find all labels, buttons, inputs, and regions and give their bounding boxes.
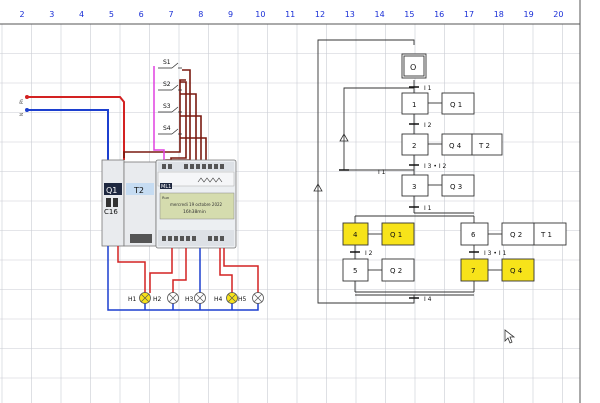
action-6b-text: T 1 xyxy=(540,231,552,239)
grafcet-step-2 xyxy=(401,133,429,156)
breaker-rating-label: C16 xyxy=(104,208,118,216)
ruler-column-label: 8 xyxy=(198,10,203,19)
ruler-column-label: 2 xyxy=(19,10,24,19)
step-1-label: 1 xyxy=(412,101,416,109)
action-step-5 xyxy=(381,258,415,282)
action-step-1 xyxy=(441,92,475,115)
switch-label-s3: S3 xyxy=(163,103,171,110)
lamp-label-h5: H5 xyxy=(238,296,247,303)
ruler-column-label: 5 xyxy=(109,10,114,19)
ruler-column-label: 3 xyxy=(49,10,54,19)
step-3-label: 3 xyxy=(412,183,416,191)
action-step-2-b xyxy=(471,133,503,156)
grafcet-initial-step xyxy=(401,53,427,79)
action-6-text: Q 2 xyxy=(510,231,522,239)
action-2b-text: T 2 xyxy=(478,142,490,150)
ruler-column-label: 19 xyxy=(524,10,534,19)
lcd-time-text: 16h38min xyxy=(183,209,206,215)
initial-step-label: O xyxy=(410,63,416,72)
action-3-text: Q 3 xyxy=(450,183,462,191)
action-1-text: Q 1 xyxy=(450,101,462,109)
step-4-label: 4 xyxy=(353,231,358,239)
grafcet-step-1 xyxy=(401,92,429,115)
transition-1-2: I 2 xyxy=(424,122,432,129)
switch-label-s4: S4 xyxy=(163,125,171,132)
ruler-column-label: 17 xyxy=(464,10,474,19)
action-5-text: Q 2 xyxy=(390,267,402,275)
ruler-column-label: 18 xyxy=(494,10,504,19)
ruler-column-label: 11 xyxy=(285,10,295,19)
transition-4-5: I 2 xyxy=(365,250,373,257)
transition-6-7: I 3 • I 1 xyxy=(484,250,507,257)
action-step-3 xyxy=(441,174,475,197)
action-step-4 xyxy=(381,222,415,246)
ruler-column-label: 4 xyxy=(79,10,84,19)
breaker-q1: Q1 C16 xyxy=(101,159,125,247)
transition-0-1: I 1 xyxy=(424,85,432,92)
lcd-date-text: mercredi 19 octobre 2022 xyxy=(170,202,223,207)
grafcet-step-4 xyxy=(342,222,369,246)
switch-group: S1 S2 S3 S4 xyxy=(158,59,182,135)
transition-3-split: I 1 xyxy=(424,205,432,212)
breaker-q1-label: Q1 xyxy=(106,186,117,195)
transition-2-3: I 3 • I 2 xyxy=(424,163,447,170)
action-2-text: Q 4 xyxy=(449,142,462,150)
lamp-group: H1 H2 H3 H4 H5 xyxy=(128,292,264,304)
grafcet-step-3 xyxy=(401,174,429,197)
relay-t2: T2 xyxy=(123,161,157,247)
grafcet-step-6 xyxy=(460,222,489,246)
step-5-label: 5 xyxy=(353,267,357,275)
switch-label-s2: S2 xyxy=(163,81,171,88)
step-6-label: 6 xyxy=(471,231,476,239)
step-2-label: 2 xyxy=(412,142,416,150)
plc-module: ML1 Run mercredi 19 octobre 2022 16h38mi… xyxy=(155,159,237,249)
ruler-column-label: 9 xyxy=(228,10,233,19)
lamp-label-h3: H3 xyxy=(185,296,194,303)
grafcet-step-5 xyxy=(342,258,369,282)
mouse-cursor-icon xyxy=(504,329,516,344)
action-4-text: Q 1 xyxy=(390,231,402,239)
lamp-label-h2: H2 xyxy=(153,296,162,303)
action-7-text: Q 4 xyxy=(510,267,523,275)
grafcet-diagram: O 1 2 3 4 5 6 7 Q 1 xyxy=(313,39,567,304)
neutral-label: N xyxy=(19,113,24,116)
ruler-column-label: 20 xyxy=(553,10,563,19)
ruler-column-label: 6 xyxy=(139,10,144,19)
wiring-schematic: Ph N S1 S2 S3 S4 xyxy=(19,59,264,311)
ruler-column-label: 10 xyxy=(255,10,265,19)
relay-t2-label: T2 xyxy=(133,186,144,195)
step-7-label: 7 xyxy=(471,267,475,275)
plc-status-text: Run xyxy=(162,195,170,200)
action-step-6-b xyxy=(533,222,567,246)
ruler-column-label: 16 xyxy=(434,10,444,19)
action-step-7 xyxy=(501,258,535,282)
lamp-label-h4: H4 xyxy=(214,296,223,303)
background-grid xyxy=(0,23,580,403)
ruler-column-label: 13 xyxy=(345,10,355,19)
ruler-column-label: 12 xyxy=(315,10,325,19)
transition-2-back: I 1 xyxy=(378,169,386,176)
ruler-column-label: 7 xyxy=(168,10,173,19)
ruler-column-label: 14 xyxy=(375,10,385,19)
switch-label-s1: S1 xyxy=(163,59,171,66)
plc-label: ML1 xyxy=(161,184,171,190)
lamp-label-h1: H1 xyxy=(128,296,137,303)
phase-label: Ph xyxy=(19,99,24,104)
ruler-column-label: 15 xyxy=(404,10,414,19)
grafcet-step-7 xyxy=(460,258,489,282)
transition-join: I 4 xyxy=(424,296,432,303)
